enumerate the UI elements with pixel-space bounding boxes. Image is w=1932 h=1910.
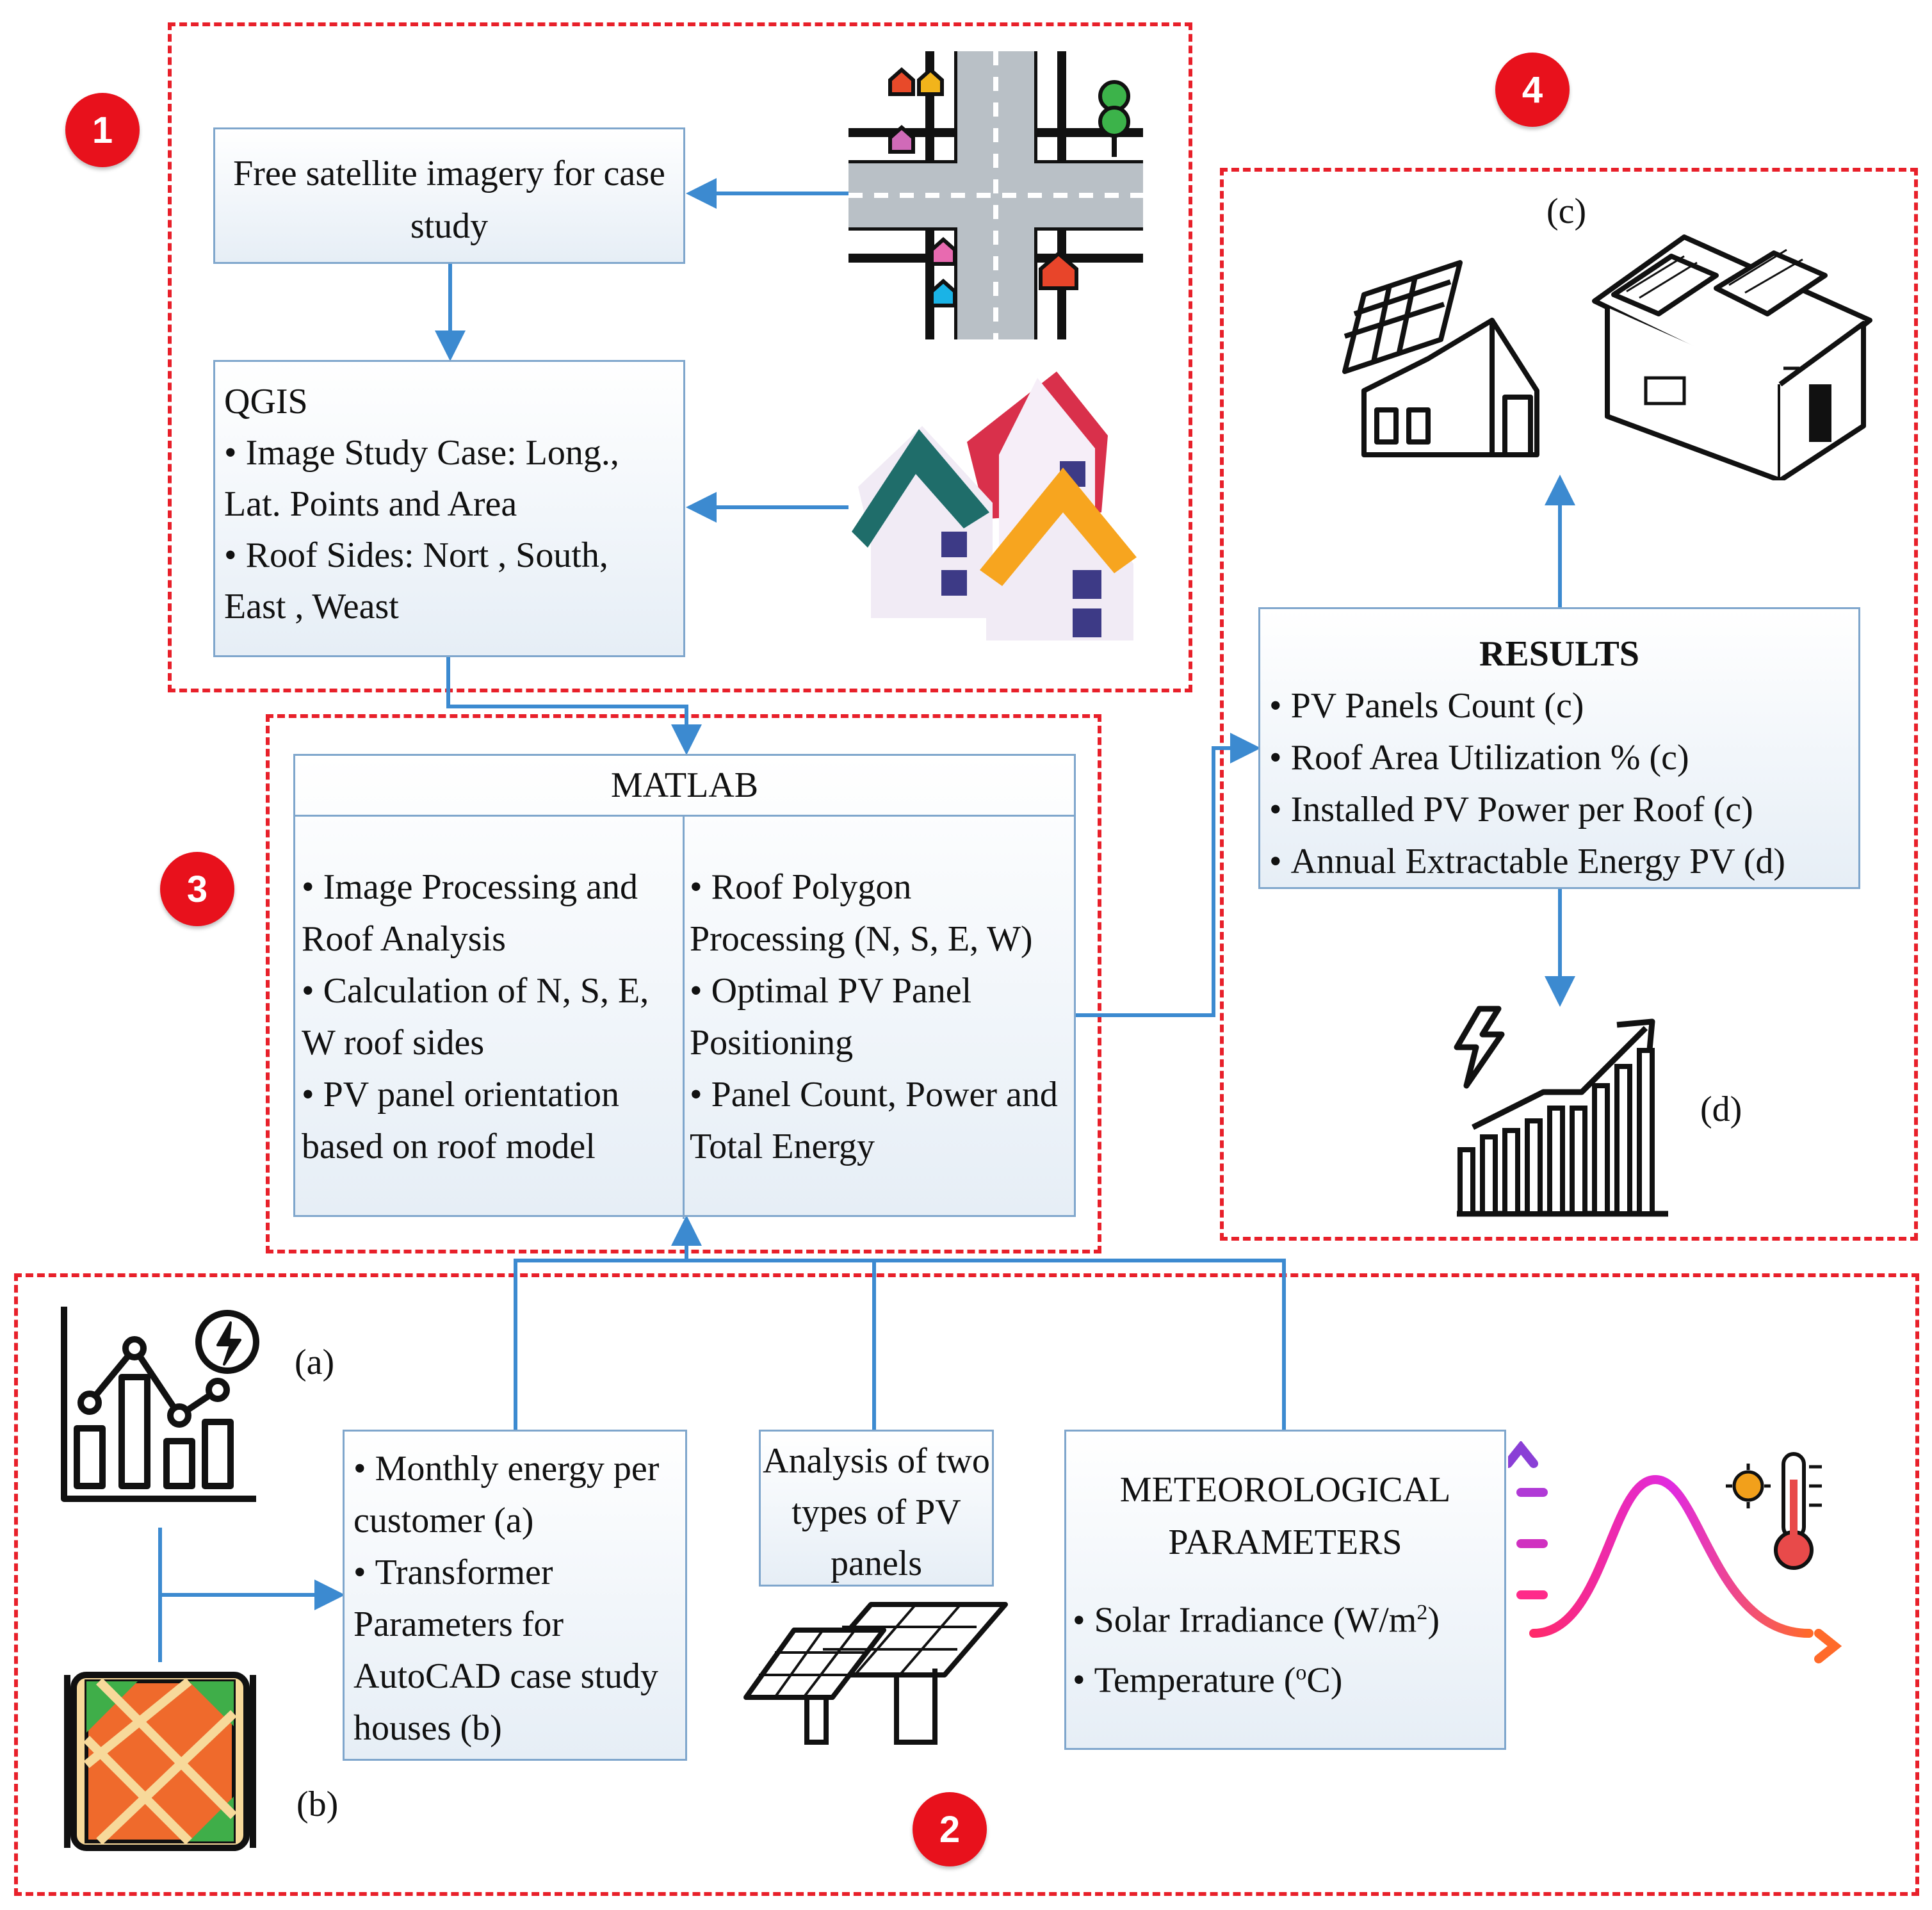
matlab-left-column: Image Processing and Roof Analysis Calcu… [295,817,685,1219]
label-b: (b) [296,1784,339,1824]
solar-house-icon [1342,260,1539,457]
results-box: RESULTS PV Panels Count (c) Roof Area Ut… [1258,607,1860,889]
results-title: RESULTS [1479,634,1640,674]
matlab-right-column: Roof Polygon Processing (N, S, E, W) Opt… [685,817,1074,1219]
label-d: (d) [1700,1090,1742,1129]
zone-4 [1220,168,1918,1241]
results-item-4: Annual Extractable Energy PV (d) [1269,836,1849,888]
matlab-right-item-2: Optimal PV Panel Positioning [690,965,1070,1069]
energy-box: Monthly energy per customer (a) Transfor… [343,1430,687,1761]
pv-types-box: Analysis of two types of PV panels [759,1430,994,1587]
matlab-left-item-3: PV panel orientation based on roof model [302,1069,678,1173]
badge-3: 3 [160,852,234,926]
badge-2: 2 [913,1792,987,1866]
solar-panels-icon [743,1602,1008,1745]
badge-1: 1 [65,93,140,167]
energy-item-1: Monthly energy per customer (a) [353,1443,676,1547]
matlab-left-item-2: Calculation of N, S, E, W roof sides [302,965,678,1069]
meteo-box: METEOROLOGICAL PARAMETERS Solar Irradian… [1064,1430,1506,1750]
meteo-item-1: Solar Irradiance (W/m2) [1073,1587,1498,1647]
city-map-icon [848,51,1143,339]
matlab-right-item-3: Panel Count, Power and Total Energy [690,1069,1070,1173]
matlab-box: MATLAB Image Processing and Roof Analysi… [293,754,1076,1219]
satellite-imagery-box: Free satellite imagery for case study [213,127,685,264]
zone-1 [168,22,1192,692]
meteo-title: METEOROLOGICAL PARAMETERS [1119,1470,1451,1562]
matlab-left-item-1: Image Processing and Roof Analysis [302,861,678,965]
matlab-title: MATLAB [610,765,759,805]
results-item-3: Installed PV Power per Roof (c) [1269,784,1849,836]
gaussian-temperature-icon [1508,1441,1842,1663]
qgis-item-2: Roof Sides: Nort , South, East , Weast [224,530,674,632]
results-item-1: PV Panels Count (c) [1269,680,1849,732]
results-item-2: Roof Area Utilization % (c) [1269,732,1849,784]
matlab-columns: Image Processing and Roof Analysis Calcu… [295,817,1074,1219]
satellite-imagery-text: Free satellite imagery for case study [233,154,665,246]
energy-chart-icon [61,1307,259,1502]
meteo-item-2: Temperature (oC) [1073,1647,1498,1707]
qgis-item-1: Image Study Case: Long., Lat. Points and… [224,427,674,530]
qgis-box: QGIS Image Study Case: Long., Lat. Point… [213,360,685,657]
matlab-right-item-1: Roof Polygon Processing (N, S, E, W) [690,861,1070,965]
matlab-header: MATLAB [295,756,1074,817]
pv-types-text: Analysis of two types of PV panels [763,1441,990,1583]
energy-item-2: Transformer Parameters for AutoCAD case … [353,1547,676,1754]
energy-growth-chart-icon [1454,1006,1668,1217]
map-icon [64,1672,256,1851]
solar-house-interior-icon [1592,234,1872,480]
zone-3 [266,714,1101,1253]
qgis-title: QGIS [224,382,308,421]
badge-4: 4 [1495,53,1570,127]
houses-icon [852,371,1137,641]
zone-2 [14,1273,1919,1896]
label-a: (a) [295,1343,335,1382]
label-c: (c) [1546,192,1587,231]
